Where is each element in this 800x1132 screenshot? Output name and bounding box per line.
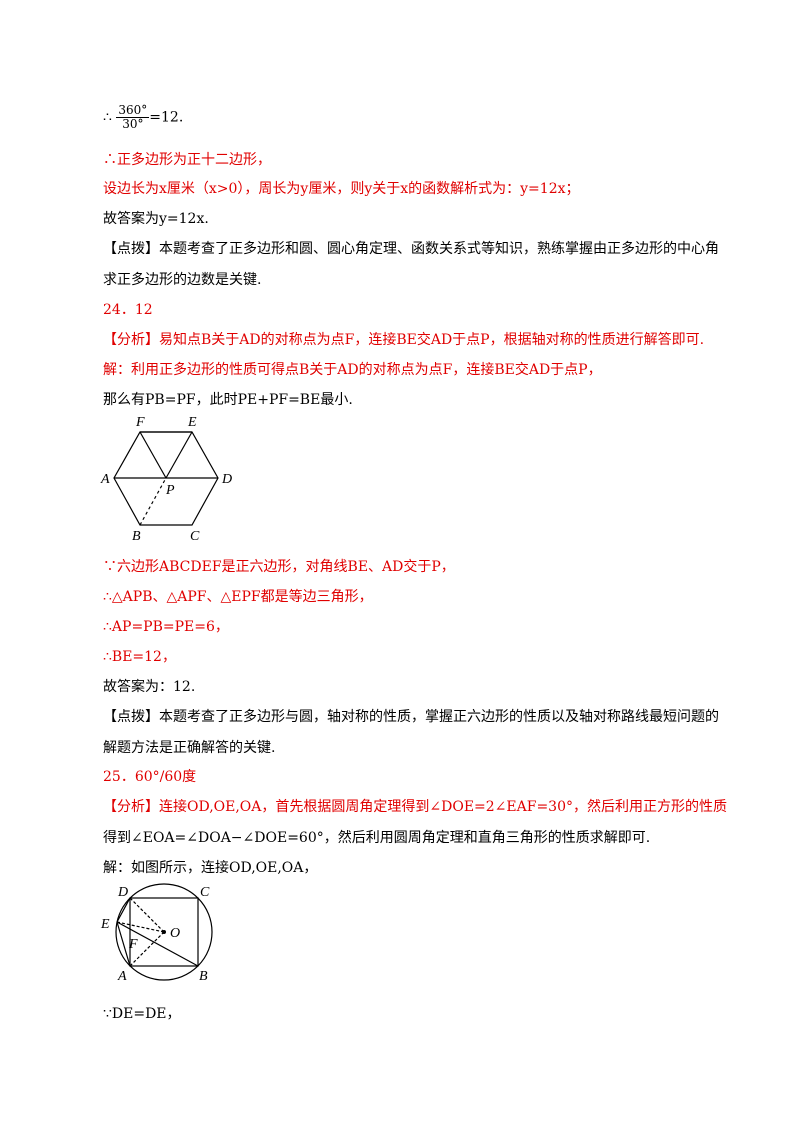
hex-label-b: B	[132, 529, 141, 544]
analysis-line-24: 【分析】易知点B关于AD的对称点为点F，连接BE交AD于点P，根据轴对称的性质进…	[103, 332, 705, 348]
fraction-result: =12.	[149, 109, 184, 126]
circle-square-figure: D C E O F A B	[100, 883, 213, 984]
circ-label-b: B	[199, 969, 208, 984]
circ-label-f: F	[128, 937, 138, 952]
answer-line-24: 故答案为：12.	[103, 679, 196, 695]
segment-bp-dashed	[139, 477, 167, 526]
solution-line-24b: 那么有PB=PF，此时PE+PF=BE最小.	[103, 392, 353, 408]
circ-label-a: A	[117, 969, 127, 984]
hex-label-d: D	[221, 472, 232, 487]
answer-line-23: 故答案为y=12x.	[103, 211, 209, 227]
segment-oa-dashed	[129, 931, 165, 967]
square-abcd	[129, 897, 199, 967]
function-line: 设边长为x厘米（x>0），周长为y厘米，则y关于x的函数解析式为：y=12x；	[103, 181, 580, 197]
segment-od-dashed	[129, 897, 165, 933]
fraction-line: ∴ 360° 30° =12.	[103, 104, 183, 131]
segment-eb	[116, 921, 199, 967]
fraction: 360° 30°	[116, 103, 150, 131]
tip-line-24a: 【点拨】本题考查了正多边形与圆，轴对称的性质，掌握正六边形的性质以及轴对称路线最…	[103, 709, 719, 725]
tip-line-24b: 解题方法是正确解答的关键.	[103, 740, 276, 756]
question-24-heading: 24．12	[103, 302, 153, 318]
fraction-numerator: 360°	[116, 103, 150, 118]
circumcircle	[115, 883, 213, 981]
therefore-symbol: ∴	[103, 109, 112, 126]
reason-line-24c: ∴AP=PB=PE=6，	[103, 619, 229, 635]
reason-line-24a: ∵六边形ABCDEF是正六边形，对角线BE、AD交于P，	[103, 559, 455, 575]
hex-label-f: F	[135, 415, 145, 430]
solution-line-25: 解：如图所示，连接OD,OE,OA，	[103, 860, 318, 876]
analysis-line-25b: 得到∠EOA=∠DOA−∠DOE=60°，然后利用圆周角定理和直角三角形的性质求…	[103, 830, 651, 846]
reason-line-24d: ∴BE=12，	[103, 649, 176, 665]
segment-ea	[116, 921, 131, 967]
fraction-denominator: 30°	[122, 117, 144, 131]
conclusion-line: ∴正多边形为正十二边形，	[103, 152, 271, 168]
segment-ed	[116, 897, 131, 923]
hex-label-p: P	[165, 483, 175, 498]
segment-ep	[165, 431, 193, 479]
tip-line-23a: 【点拨】本题考查了正多边形和圆、圆心角定理、函数关系式等知识，熟练掌握由正多边形…	[103, 241, 719, 257]
arc-equality-line: ∵DE=DE，	[103, 1006, 181, 1022]
reason-line-24b: ∴△APB、△APF、△EPF都是等边三角形，	[103, 589, 373, 605]
hex-label-e: E	[187, 415, 197, 430]
circ-label-c: C	[200, 885, 210, 900]
circ-label-d: D	[117, 885, 128, 900]
circ-label-o: O	[170, 926, 180, 941]
analysis-line-25a: 【分析】连接OD,OE,OA，首先根据圆周角定理得到∠DOE=2∠EAF=30°…	[103, 799, 727, 815]
question-25-heading: 25．60°/60度	[103, 769, 197, 785]
segment-fp	[139, 431, 167, 479]
tip-line-23b: 求正多边形的边数是关键.	[103, 272, 262, 288]
circ-label-e: E	[100, 917, 110, 932]
center-point-o	[162, 930, 166, 934]
hexagon-figure: F E A P D B C	[100, 415, 232, 544]
solution-line-24a: 解：利用正多边形的性质可得点B关于AD的对称点为点F，连接BE交AD于点P，	[103, 362, 602, 378]
hex-label-c: C	[190, 529, 200, 544]
hex-label-a: A	[100, 472, 110, 487]
segment-oe-dashed	[116, 921, 165, 933]
